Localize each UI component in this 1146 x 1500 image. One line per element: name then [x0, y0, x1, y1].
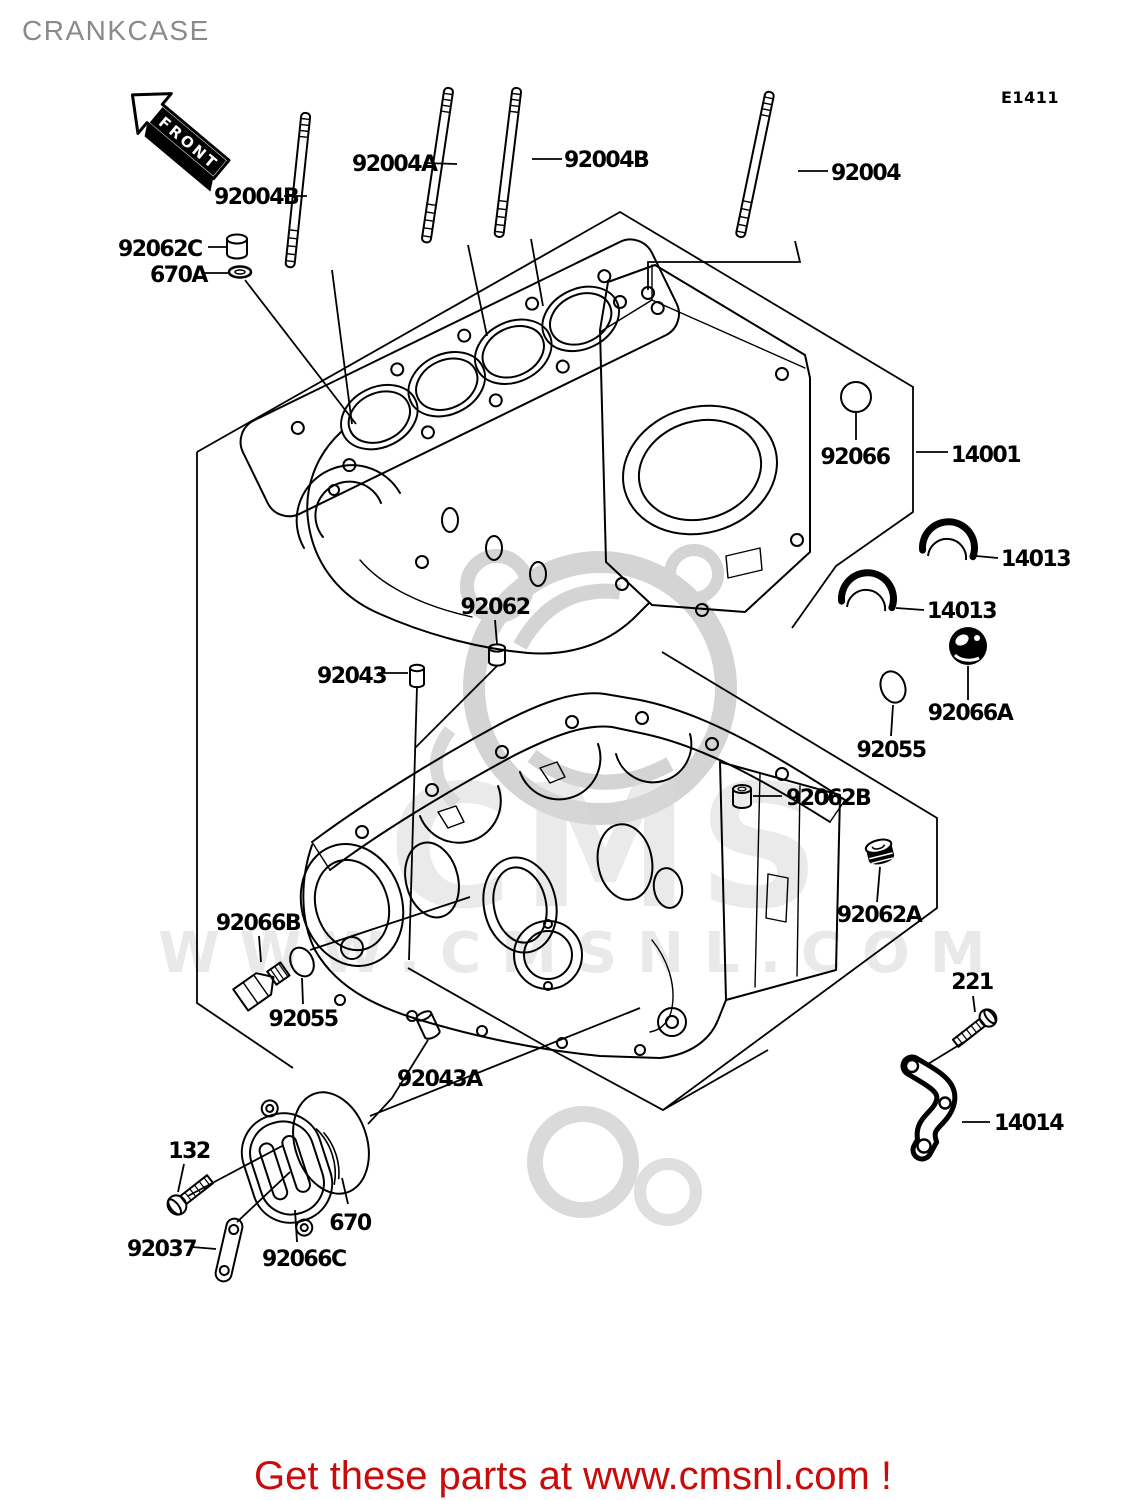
- plug-92062c: [226, 233, 248, 260]
- part-label-92037-22: 92037: [127, 1237, 196, 1262]
- small-parts: [166, 86, 998, 1283]
- part-label-92004B-2: 92004B: [564, 148, 649, 173]
- stud-92004b-left: [284, 111, 312, 269]
- part-label-92004-3: 92004: [831, 161, 901, 186]
- part-label-92055-18: 92055: [268, 1007, 337, 1032]
- oring-670: [292, 1091, 370, 1195]
- stud-92004a: [421, 86, 454, 244]
- dowel-92062: [488, 643, 506, 667]
- part-label-14013-10: 14013: [927, 599, 996, 624]
- plug-92066b: [232, 961, 291, 1012]
- leader-lines: [177, 158, 999, 1250]
- part-label-92004A-1: 92004A: [352, 152, 438, 177]
- part-label-221-24: 221: [951, 970, 993, 995]
- part-label-132-21: 132: [168, 1139, 210, 1164]
- part-label-92043A-19: 92043A: [397, 1067, 483, 1092]
- part-label-92066B-17: 92066B: [216, 911, 301, 936]
- plug-92062a: [864, 838, 895, 865]
- plug-92066a: [949, 627, 987, 665]
- part-label-92066-7: 92066: [820, 445, 890, 470]
- part-label-92066C-23: 92066C: [262, 1247, 346, 1272]
- oring-92055-right: [879, 670, 907, 704]
- part-label-92055-12: 92055: [856, 738, 925, 763]
- part-label-670-20: 670: [329, 1211, 372, 1236]
- ring-half-14013-lower: [838, 569, 897, 612]
- part-label-E1411-4: E1411: [1001, 88, 1059, 107]
- part-label-670A-6: 670A: [150, 263, 208, 288]
- part-label-14014-25: 14014: [994, 1111, 1064, 1136]
- lower-crankcase-half: [299, 692, 846, 1059]
- dowel-92062b: [732, 784, 752, 809]
- part-label-92066A-11: 92066A: [928, 701, 1014, 726]
- part-label-14001-8: 14001: [951, 443, 1020, 468]
- oring-92055-left: [289, 946, 315, 978]
- oring-670a: [227, 265, 253, 279]
- bolt-132: [166, 1174, 215, 1216]
- plug-92066: [840, 381, 872, 413]
- part-label-14013-9: 14013: [1001, 547, 1070, 572]
- part-label-92062B-13: 92062B: [786, 786, 871, 811]
- clamp-92037: [214, 1217, 244, 1283]
- watermark-initials: CMS: [388, 749, 828, 947]
- stud-92004b-mid: [493, 86, 523, 238]
- dowel-92043a: [415, 1010, 441, 1040]
- group-fence-lines: [196, 210, 938, 1112]
- part-label-92062-15: 92062: [460, 595, 529, 620]
- bolt-221: [951, 1008, 998, 1048]
- part-label-92043-16: 92043: [317, 664, 386, 689]
- cover-92066c: [240, 1099, 340, 1237]
- stud-92004: [735, 90, 775, 239]
- upper-crankcase-half: [239, 238, 811, 655]
- part-label-92062C-5: 92062C: [118, 237, 202, 262]
- part-label-92004B-0: 92004B: [214, 185, 299, 210]
- front-arrow: FRONT: [130, 92, 231, 192]
- part-label-92062A-14: 92062A: [837, 903, 923, 928]
- bracket-14014: [900, 1054, 958, 1162]
- footer-promo-text: Get these parts at www.cmsnl.com !: [254, 1454, 892, 1498]
- page-title: CRANKCASE: [22, 15, 210, 46]
- dowel-92043: [409, 663, 425, 689]
- ring-half-14013-upper: [919, 518, 978, 561]
